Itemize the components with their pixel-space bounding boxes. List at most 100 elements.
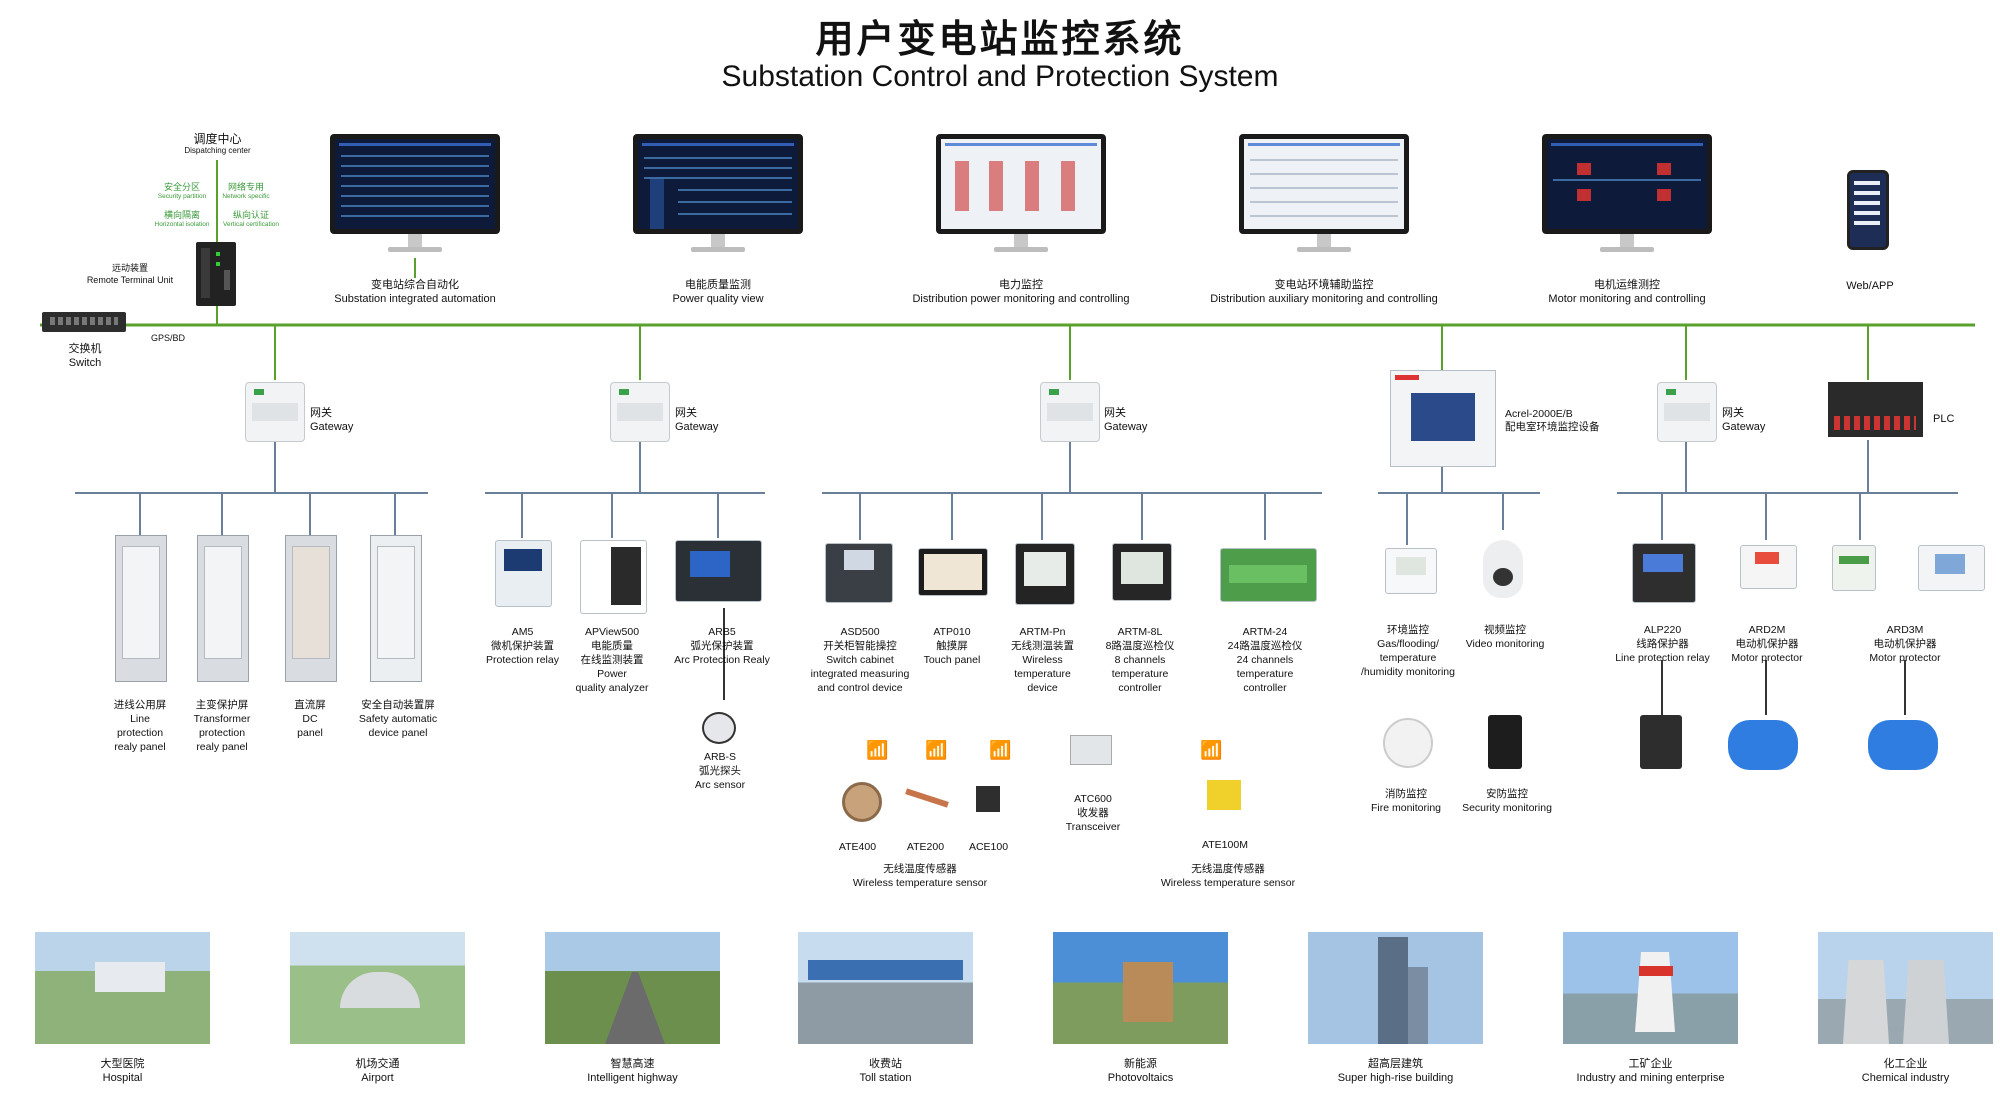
plc-device: [1828, 382, 1923, 437]
wifi-icon-2: 📶: [925, 740, 948, 761]
photo-industry: [1563, 932, 1738, 1044]
arc-sensor-icon: [702, 712, 736, 744]
wifi-icon-3: 📶: [989, 740, 1012, 761]
gateway-2: [610, 382, 670, 442]
photo-high-rise: [1308, 932, 1483, 1044]
arb5-arc-protection: [675, 540, 762, 602]
gateway-3: [1040, 382, 1100, 442]
ace100-label: ACE100: [968, 841, 1009, 853]
am5-relay: [495, 540, 552, 607]
photo-highway: [545, 932, 720, 1044]
gateway-1: [245, 382, 305, 442]
atp010-touch-panel: [918, 548, 988, 596]
plc-label: PLC: [1933, 413, 1955, 425]
wifi-icon-4: 📶: [1200, 740, 1223, 761]
security-panel-icon: [1488, 715, 1522, 769]
ate200-label: ATE200: [906, 841, 945, 853]
ate400-label: ATE400: [838, 841, 877, 853]
rtu-device: [196, 242, 236, 306]
photo-airport: [290, 932, 465, 1044]
page-title-cn: 用户变电站监控系统: [815, 17, 1185, 61]
artm-8l-device: [1112, 543, 1172, 601]
green-module: [1832, 545, 1876, 591]
network-switch: [42, 312, 126, 332]
atc600-transceiver: [1070, 735, 1112, 765]
cabinet-line-protection: [115, 535, 167, 682]
ate100m-label: ATE100M: [1202, 839, 1248, 851]
gps-label: GPS/BD: [150, 333, 185, 343]
wifi-icon-1: 📶: [866, 740, 889, 761]
asd500-device: [825, 543, 893, 603]
photo-hospital: [35, 932, 210, 1044]
cabinet-dc-panel: [285, 535, 337, 682]
phone-icon: [1847, 170, 1889, 250]
ard3m-protector: [1918, 545, 1985, 591]
ace100-sensor: [976, 786, 1000, 812]
photo-chemical: [1818, 932, 1993, 1044]
apview500-analyzer: [580, 540, 647, 614]
breaker-icon: [1640, 715, 1682, 769]
artm-pn-device: [1015, 543, 1075, 605]
photo-toll-station: [798, 932, 973, 1044]
webapp-label: Web/APP: [1846, 280, 1894, 292]
alp220-relay: [1632, 543, 1696, 603]
cabinet-safety-device: [370, 535, 422, 682]
motor-icon-1: [1728, 720, 1798, 770]
env-monitoring-device: [1390, 370, 1496, 467]
env-sensor-device: [1385, 548, 1437, 594]
gateway-4: [1657, 382, 1717, 442]
smoke-detector-icon: [1383, 718, 1433, 768]
artm-24-device: [1220, 548, 1317, 602]
photo-photovoltaics: [1053, 932, 1228, 1044]
ate100m-sensor: [1207, 780, 1241, 810]
ard2m-protector: [1740, 545, 1797, 589]
motor-icon-2: [1868, 720, 1938, 770]
